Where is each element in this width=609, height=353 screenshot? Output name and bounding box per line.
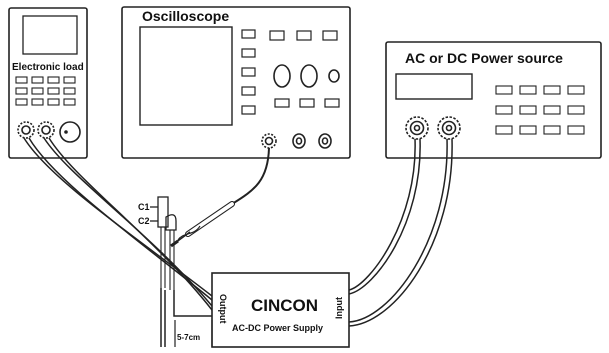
power-supply-under-test: CINCON AC-DC Power Supply Output Input	[211, 272, 350, 348]
wiring	[23, 137, 453, 347]
electronic-load-display	[22, 15, 78, 55]
capacitors: C1 C2	[138, 196, 177, 290]
probe-cable	[231, 147, 270, 205]
oscilloscope-bottom-buttons	[274, 98, 340, 108]
oscilloscope-probe	[170, 147, 270, 248]
oscilloscope-connector-2	[292, 133, 306, 149]
source-wire-2a	[348, 138, 448, 323]
electronic-load-case	[8, 7, 88, 159]
source-wire-2b	[348, 138, 453, 327]
load-wire-outer-a	[23, 137, 213, 297]
power-source-terminal-1	[405, 116, 429, 140]
power-source: AC or DC Power source	[385, 41, 602, 159]
oscilloscope-screen	[139, 26, 233, 126]
output-label: Output	[218, 294, 228, 324]
oscilloscope-connector-3	[318, 133, 332, 149]
power-source-terminal-2	[437, 116, 461, 140]
capacitor-c1	[157, 196, 169, 228]
capacitor-lead-right	[173, 290, 212, 317]
power-source-case	[385, 41, 602, 159]
distance-dimension: 5-7cm	[174, 320, 213, 347]
oscilloscope-knob-1	[273, 64, 291, 88]
oscilloscope-side-buttons	[241, 29, 256, 115]
oscilloscope-probe-input	[261, 133, 277, 149]
probe-ground-lead	[177, 225, 201, 241]
capacitor-c2-label: C2	[138, 216, 150, 226]
load-wire-inner-b	[48, 137, 213, 311]
electronic-load-keypad	[15, 76, 76, 106]
electronic-load-terminal-1	[17, 121, 35, 139]
oscilloscope: Oscilloscope	[121, 6, 351, 159]
capacitor-c2	[165, 214, 177, 231]
oscilloscope-case	[121, 6, 351, 159]
power-supply-box	[211, 272, 350, 348]
capacitor-lead-left	[160, 288, 166, 347]
oscilloscope-knob-3	[328, 69, 340, 83]
electronic-load: Electronic load	[8, 7, 88, 159]
input-label: Input	[334, 297, 344, 319]
capacitor-c1-label: C1	[138, 202, 150, 212]
oscilloscope-top-buttons	[269, 30, 338, 41]
source-wire-1b	[348, 138, 421, 295]
oscilloscope-label: Oscilloscope	[142, 8, 229, 24]
electronic-load-knob	[59, 121, 81, 143]
oscilloscope-knob-2	[300, 64, 318, 88]
power-source-display	[395, 73, 473, 100]
electronic-load-label: Electronic load	[12, 62, 84, 73]
power-source-keypad	[495, 85, 585, 135]
power-supply-subtitle: AC-DC Power Supply	[232, 323, 323, 333]
electronic-load-terminal-2	[37, 121, 55, 139]
power-supply-brand: CINCON	[251, 296, 318, 315]
distance-label: 5-7cm	[177, 333, 200, 342]
source-wire-1a	[348, 138, 416, 291]
power-source-label: AC or DC Power source	[405, 50, 563, 66]
